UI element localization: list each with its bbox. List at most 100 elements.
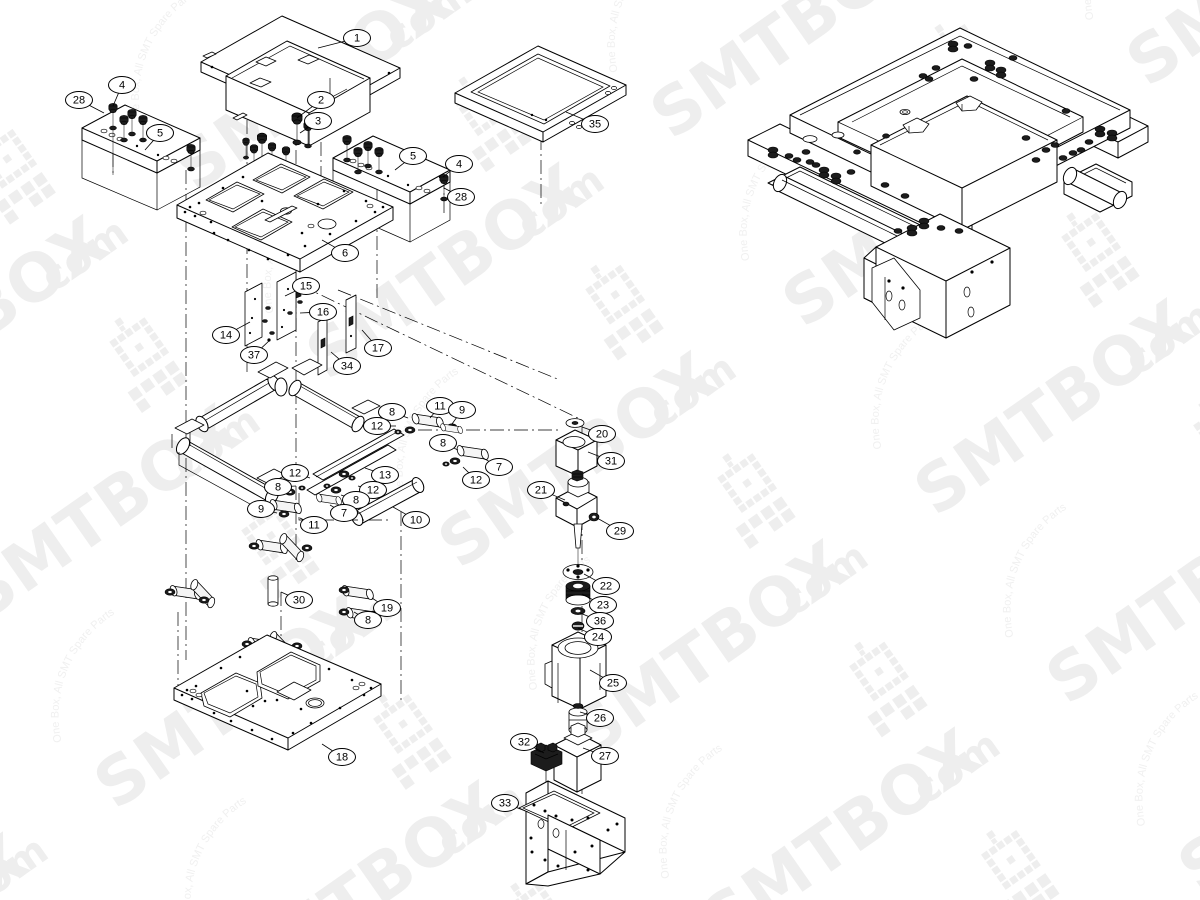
callout-number: 11 bbox=[308, 520, 319, 532]
callout-number: 19 bbox=[381, 603, 393, 615]
callout-leader-line bbox=[361, 329, 372, 341]
part-motor-mount-bracket bbox=[518, 780, 626, 887]
callout-number: 32 bbox=[518, 737, 530, 749]
callout-leader-line bbox=[299, 517, 304, 521]
callout-number: 37 bbox=[248, 350, 260, 362]
part-tee-fitting-centre bbox=[248, 531, 313, 564]
callout-number: 12 bbox=[367, 485, 379, 497]
callout-leader-line bbox=[581, 426, 591, 431]
callout-28-washer[interactable]: 28 bbox=[65, 91, 105, 114]
assembled-unit-view bbox=[747, 27, 1149, 339]
callout-8-seal-ring[interactable]: 8 bbox=[353, 611, 382, 629]
callout-number: 7 bbox=[341, 508, 347, 520]
callout-number: 29 bbox=[614, 526, 626, 538]
callout-18-lower-base-plate[interactable]: 18 bbox=[321, 743, 356, 766]
callout-28-washer[interactable]: 28 bbox=[443, 187, 475, 206]
callout-leader-line bbox=[579, 612, 589, 617]
callout-32-connector-plug[interactable]: 32 bbox=[510, 733, 545, 754]
callout-leader-line bbox=[403, 415, 409, 419]
callout-4-shoulder-bolt[interactable]: 4 bbox=[108, 76, 136, 107]
callout-number: 4 bbox=[456, 159, 462, 171]
callout-leader-line bbox=[596, 517, 611, 526]
callout-30-dowel-sleeve[interactable]: 30 bbox=[280, 591, 313, 609]
callout-36-o-ring-small[interactable]: 36 bbox=[579, 612, 614, 630]
callout-number: 1 bbox=[354, 33, 360, 45]
callout-leader-line bbox=[364, 467, 374, 472]
callout-number: 12 bbox=[289, 468, 301, 480]
callout-12-o-ring[interactable]: 12 bbox=[281, 464, 311, 482]
callout-number: 35 bbox=[589, 119, 601, 131]
callout-34-guide-strip-b[interactable]: 34 bbox=[330, 351, 361, 375]
callout-14-bracket-plate-c[interactable]: 14 bbox=[212, 321, 251, 344]
callout-leader-line bbox=[330, 351, 340, 360]
callout-number: 8 bbox=[440, 438, 446, 450]
callout-number: 8 bbox=[353, 495, 359, 507]
callout-number: 14 bbox=[220, 330, 232, 342]
callout-number: 13 bbox=[379, 470, 391, 482]
callout-7-coupling-nut[interactable]: 7 bbox=[329, 504, 358, 522]
part-link-bars bbox=[298, 428, 425, 526]
callout-12-o-ring[interactable]: 12 bbox=[462, 466, 490, 489]
part-lower-base-plate bbox=[173, 634, 382, 751]
callout-number: 30 bbox=[293, 595, 305, 607]
callout-number: 8 bbox=[365, 615, 371, 627]
callout-number: 26 bbox=[594, 713, 606, 725]
callout-number: 28 bbox=[455, 192, 467, 204]
callout-leader-line bbox=[462, 466, 470, 474]
callout-number: 25 bbox=[607, 678, 619, 690]
callout-7-coupling-nut[interactable]: 7 bbox=[482, 457, 513, 476]
callout-number: 7 bbox=[496, 462, 502, 474]
callout-leader-line bbox=[261, 339, 271, 349]
callout-number: 17 bbox=[372, 343, 384, 355]
callout-number: 27 bbox=[599, 751, 611, 763]
callout-11-elbow-fitting[interactable]: 11 bbox=[299, 516, 328, 534]
part-dowel-sleeve bbox=[267, 575, 279, 607]
callout-16-bracket-plate-b[interactable]: 16 bbox=[299, 303, 337, 321]
callout-number: 5 bbox=[410, 151, 416, 163]
part-side-rail-left bbox=[81, 103, 201, 211]
callout-leader-line bbox=[321, 743, 333, 752]
callout-17-guide-strip-a[interactable]: 17 bbox=[361, 329, 392, 357]
callout-4-shoulder-bolt[interactable]: 4 bbox=[442, 155, 473, 178]
callout-number: 23 bbox=[597, 600, 609, 612]
callout-leader-line bbox=[392, 506, 407, 515]
callout-number: 28 bbox=[73, 95, 85, 107]
callout-number: 10 bbox=[410, 515, 422, 527]
callout-number: 22 bbox=[600, 581, 612, 593]
callout-number: 9 bbox=[258, 504, 264, 516]
callout-leader-line bbox=[329, 504, 335, 508]
callout-29-lock-nut[interactable]: 29 bbox=[596, 517, 634, 540]
callout-leader-line bbox=[451, 417, 457, 425]
callout-leader-line bbox=[280, 591, 289, 596]
callout-number: 3 bbox=[315, 116, 321, 128]
callout-number: 5 bbox=[157, 128, 163, 140]
callout-number: 12 bbox=[470, 475, 482, 487]
callout-number: 20 bbox=[596, 429, 608, 441]
callout-number: 12 bbox=[371, 421, 383, 433]
callout-number: 16 bbox=[317, 307, 329, 319]
callout-number: 11 bbox=[434, 401, 445, 413]
callout-number: 6 bbox=[342, 248, 348, 260]
callout-9-plug-fitting[interactable]: 9 bbox=[448, 401, 476, 425]
callout-23-bearing-bush[interactable]: 23 bbox=[581, 593, 617, 614]
callout-leader-line bbox=[371, 597, 378, 603]
callout-number: 21 bbox=[535, 485, 547, 497]
callout-number: 8 bbox=[275, 482, 281, 494]
callout-21-valve-body[interactable]: 21 bbox=[527, 481, 566, 501]
part-tee-fitting-left bbox=[164, 577, 221, 610]
callout-number: 36 bbox=[594, 616, 606, 628]
callout-number: 24 bbox=[592, 632, 604, 644]
callout-leader-line bbox=[89, 105, 105, 114]
callout-number: 18 bbox=[336, 752, 348, 764]
callout-10-round-tube[interactable]: 10 bbox=[392, 506, 430, 529]
callout-number: 2 bbox=[318, 95, 324, 107]
callout-number: 4 bbox=[119, 80, 125, 92]
callout-number: 34 bbox=[341, 361, 353, 373]
callout-number: 33 bbox=[499, 798, 511, 810]
callout-number: 15 bbox=[300, 281, 312, 293]
callout-13-flat-bar-link[interactable]: 13 bbox=[364, 466, 399, 484]
callout-number: 31 bbox=[605, 456, 617, 468]
callout-8-seal-ring[interactable]: 8 bbox=[429, 434, 459, 452]
